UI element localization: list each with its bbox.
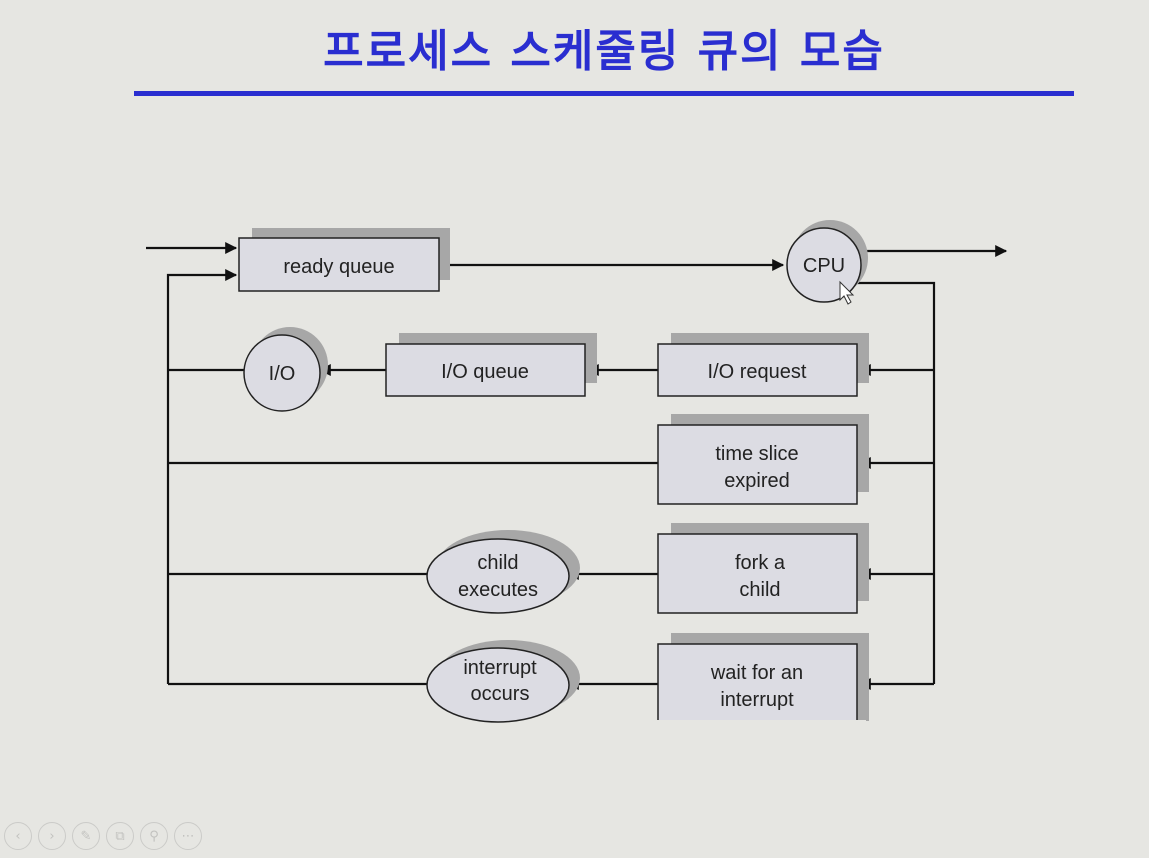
ready-queue-node: ready queue	[238, 228, 450, 292]
fork-child-node: fork a child	[657, 523, 869, 614]
mouse-cursor-icon	[839, 280, 855, 305]
next-icon[interactable]: ›	[38, 822, 66, 850]
pen-icon[interactable]: ✎	[72, 822, 100, 850]
io-device-node: I/O	[243, 327, 328, 412]
fork-label-2: child	[739, 579, 780, 601]
cpu-node: CPU	[786, 220, 868, 303]
cpu-label: CPU	[803, 255, 845, 277]
io-queue-node: I/O queue	[385, 333, 597, 397]
interrupt-label-2: occurs	[471, 683, 530, 705]
wait-label-1: wait for an	[710, 662, 803, 684]
fork-label-1: fork a	[735, 552, 786, 574]
prev-icon[interactable]: ‹	[4, 822, 32, 850]
title-underline	[134, 91, 1074, 96]
left-return-bus	[166, 269, 238, 684]
slide-title: 프로세스 스케줄링 큐의 모습	[323, 26, 885, 77]
wait-label-2: interrupt	[720, 689, 794, 711]
time-slice-node: time slice expired	[657, 414, 869, 505]
zoom-icon[interactable]: ⚲	[140, 822, 168, 850]
copy-icon[interactable]: ⧉	[106, 822, 134, 850]
child-executes-node: child executes	[426, 530, 580, 614]
child-executes-label-1: child	[477, 552, 518, 574]
io-queue-label: I/O queue	[441, 361, 529, 383]
presentation-toolbar: ‹ › ✎ ⧉ ⚲ ⋯	[4, 822, 202, 854]
interrupt-label-1: interrupt	[463, 657, 537, 679]
more-icon[interactable]: ⋯	[174, 822, 202, 850]
connectors	[146, 242, 1008, 690]
time-slice-label-2: expired	[724, 470, 790, 492]
cpu-to-bus-line	[852, 281, 936, 684]
io-request-label: I/O request	[708, 361, 807, 383]
io-label: I/O	[269, 363, 296, 385]
time-slice-label-1: time slice	[715, 443, 798, 465]
interrupt-occurs-node: interrupt occurs	[426, 640, 580, 723]
wait-interrupt-node: wait for an interrupt	[656, 633, 869, 726]
ready-queue-label: ready queue	[283, 256, 394, 278]
child-executes-label-2: executes	[458, 579, 538, 601]
io-request-node: I/O request	[657, 333, 869, 397]
